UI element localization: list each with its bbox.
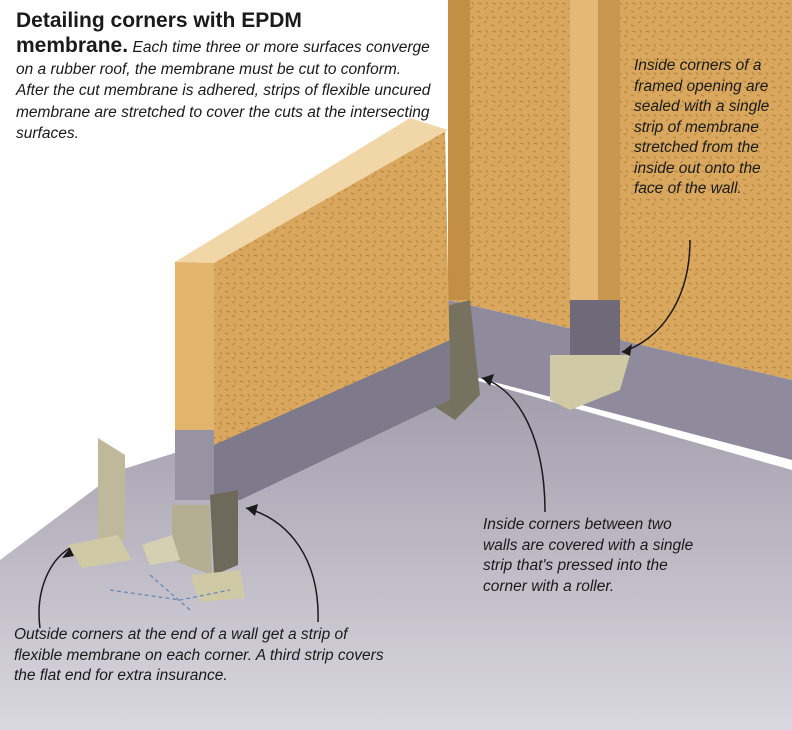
leader-outside-corner-left xyxy=(38,547,71,629)
front-wall-top xyxy=(175,118,448,263)
outside-corner-sample xyxy=(98,438,125,540)
title-heading-line1: Detailing corners with EPDM xyxy=(16,9,302,32)
framed-opening-post-membrane xyxy=(570,300,620,360)
outside-corner-sample-foot xyxy=(68,535,132,568)
membrane-cut-lines xyxy=(109,574,231,611)
front-wall-membrane xyxy=(214,340,450,500)
callout-framed-opening: Inside corners of a framed opening are s… xyxy=(634,57,770,197)
leader-outside-corner-right xyxy=(245,507,319,623)
title-body-text: Each time three or more surfaces converg… xyxy=(16,39,431,142)
framed-corner-patch xyxy=(550,355,630,410)
outside-corner-patch-3 xyxy=(190,570,245,602)
leader-framed-opening xyxy=(621,239,691,353)
outside-corner-patch-1 xyxy=(210,490,238,575)
leader-two-walls xyxy=(481,377,546,513)
front-wall-end-membrane xyxy=(175,430,214,500)
title-heading-line2: membrane. xyxy=(16,34,129,57)
outside-corner-patch-2 xyxy=(172,505,212,575)
back-wall-shade xyxy=(448,0,470,300)
callout-outside-corners: Outside corners at the end of a wall get… xyxy=(14,626,384,684)
callout-two-walls: Inside corners between two walls are cov… xyxy=(483,516,694,595)
title-caption: Detailing corners with EPDM membrane. Ea… xyxy=(16,8,436,145)
outside-corner-sample-2 xyxy=(142,535,180,565)
framed-opening-post-side xyxy=(598,0,620,320)
front-wall-end xyxy=(175,262,214,445)
